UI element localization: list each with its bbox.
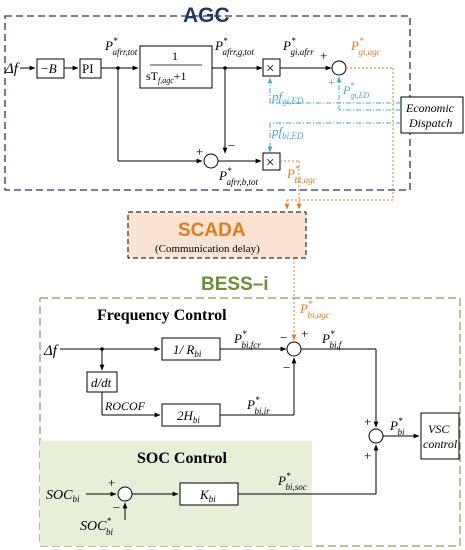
bess-title: BESS–i [201, 274, 269, 295]
agc-filter-denominator: sTf,agc+1 [146, 69, 187, 85]
sum-soc-plus: + [108, 475, 115, 490]
sum-gi-plus-left: + [320, 48, 327, 63]
sum-junction-f [286, 341, 302, 357]
p-bi-ir-label: P*bi,ir [246, 395, 270, 416]
inertia-label: 2Hbi [177, 408, 200, 425]
sum-f-minus-left: − [280, 330, 287, 345]
frequency-control-title: Frequency Control [97, 307, 227, 324]
agc-delta-f-label: Δf [4, 61, 20, 77]
sum-junction-gi [331, 60, 347, 76]
agc-pi-label: PI [82, 61, 94, 76]
multiplier-bi-symbol: × [266, 155, 274, 171]
vsc-control-block [420, 412, 460, 460]
sum-b-plus: + [196, 144, 203, 159]
sum-junction-bi [203, 153, 219, 169]
sum-f-plus-top: + [301, 326, 308, 341]
p-gi-ed-label: P*gi,ED [342, 81, 369, 100]
p-bi-f-label: P*bi,f [321, 329, 343, 350]
scada-subtitle: (Communication delay) [155, 243, 260, 255]
sum-f-minus-bottom: − [283, 360, 290, 375]
p-bi-agc-label-top: P*bi,agc [286, 164, 317, 185]
scada-title: SCADA [178, 220, 246, 241]
p-bi-label: P*bi [389, 416, 405, 437]
p-afrr-b-tot-label: P*afrr,b,tot [218, 166, 258, 187]
droop-label: 1/ Rbi [173, 342, 202, 359]
fc-delta-f-label: Δf [43, 343, 59, 359]
agc-filter-numerator: 1 [172, 49, 178, 63]
soc-bi-label: SOCbi [46, 488, 80, 504]
economic-dispatch-line2: Dispatch [408, 116, 452, 130]
agc-bias-label: −B [40, 61, 57, 76]
sum-gi-plus-bottom: + [328, 75, 335, 89]
sum-soc-minus: − [113, 500, 120, 515]
sum-out-plus-top: + [364, 414, 371, 429]
sum-junction-soc [117, 486, 133, 502]
agc-frame [4, 15, 411, 191]
p-afrr-g-tot-label: P*afrr,g,tot [214, 36, 254, 57]
rocof-label: ROCOF [104, 399, 146, 413]
p-gi-agc-label: P*gi,agc [350, 36, 381, 57]
pf-bi-ed-label: pfbi,ED [271, 124, 304, 141]
multiplier-gi-symbol: × [266, 61, 274, 77]
vsc-line1: VSC [428, 422, 450, 436]
sum-out-plus-bottom: + [364, 448, 371, 463]
soc-control-title: SOC Control [137, 450, 227, 467]
p-bi-agc-label-bess: P*bi,agc [299, 299, 330, 320]
p-bi-fcr-label: P*bi,fcr [233, 329, 261, 350]
soc-gain-label: Kbi [199, 487, 216, 504]
vsc-line2: control [423, 437, 458, 451]
agc-filter-block [139, 45, 213, 89]
economic-dispatch-line1: Economic [405, 101, 455, 115]
economic-dispatch-block [400, 96, 464, 134]
sum-b-minus: − [228, 138, 235, 153]
sum-junction-output [368, 428, 384, 444]
p-afrr-tot-label: P*afrr,tot [104, 36, 138, 57]
scada-block [127, 211, 307, 259]
pf-gi-ed-label: pfgi,ED [271, 89, 304, 106]
agc-title: AGC [183, 4, 230, 27]
derivative-label: d/dt [91, 375, 112, 390]
soc-ref-label: SOC*bi [80, 516, 113, 537]
p-bi-soc-label: P*bi,soc [277, 471, 307, 492]
p-gi-afrr-label: P*gi,afrr [282, 36, 314, 57]
